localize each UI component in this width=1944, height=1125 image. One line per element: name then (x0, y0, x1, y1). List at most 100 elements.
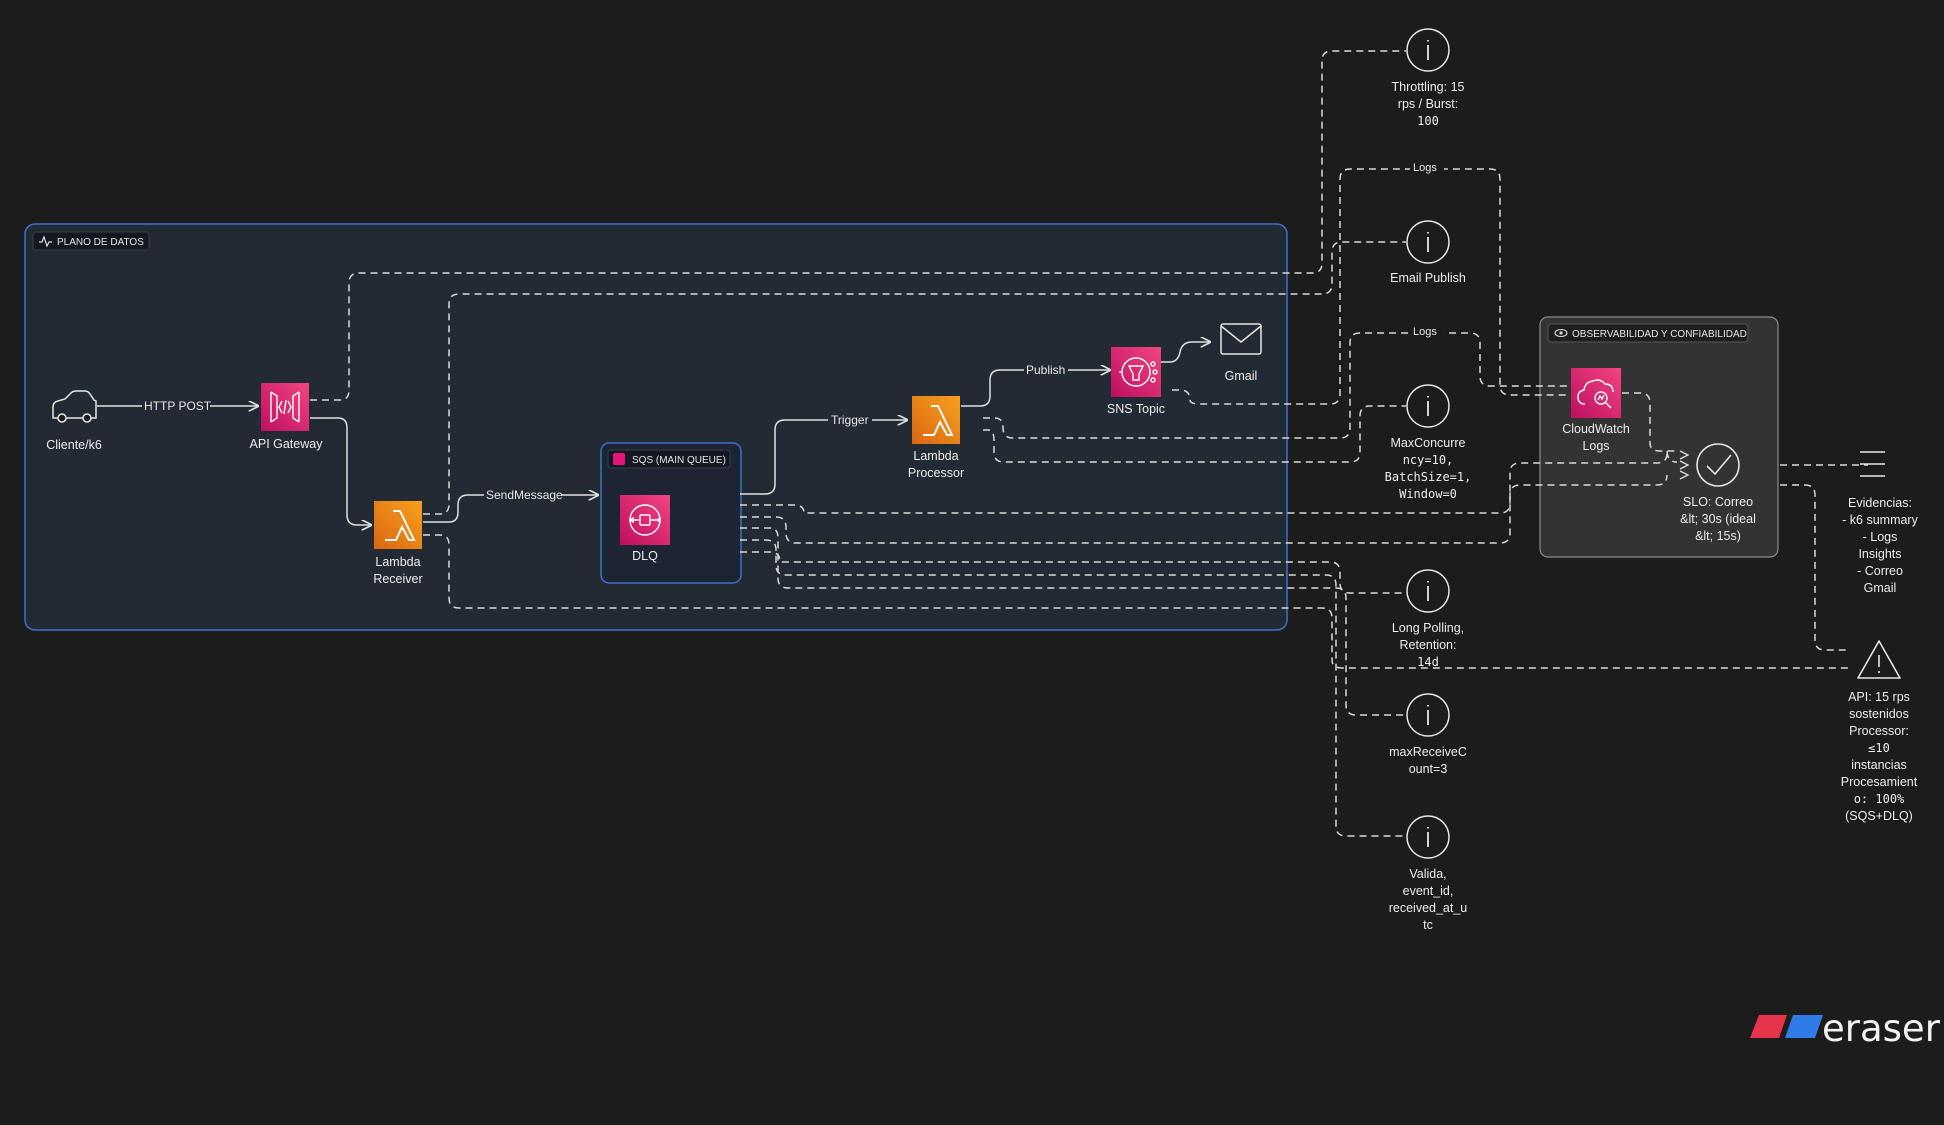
node-api-warning[interactable]: API: 15 rps sostenidos Processor: ≤10 in… (1841, 640, 1918, 823)
flow-edges: HTTP POST SendMessage Trigger Publish (97, 342, 1210, 525)
node-cloudwatch-label-2: Logs (1582, 439, 1609, 453)
note-valida-3: received_at_u (1389, 901, 1468, 915)
note-valida-2: event_id, (1403, 884, 1454, 898)
api-gateway-icon (270, 391, 300, 423)
car-icon (52, 390, 97, 423)
node-dlq[interactable]: DLQ (620, 495, 670, 563)
logs-labels: Logs Logs (1410, 160, 1444, 338)
node-slo-label-1: SLO: Correo (1683, 495, 1753, 509)
annotation-edges (310, 50, 1868, 837)
node-api-gateway[interactable]: API Gateway (250, 383, 324, 451)
sqs-mini-icon (613, 453, 625, 465)
note-throttling[interactable]: Throttling: 15 rps / Burst: 100 (1392, 28, 1465, 128)
info-icon (1406, 220, 1450, 264)
note-max-receive-2: ount=3 (1409, 762, 1448, 776)
edge-label-http-post: HTTP POST (144, 399, 212, 413)
node-dlq-label: DLQ (632, 549, 658, 563)
node-api-warning-label-4: ≤10 (1868, 741, 1890, 755)
node-gmail[interactable]: Gmail (1220, 323, 1262, 383)
note-throttling-3: 100 (1417, 114, 1439, 128)
node-api-warning-label-7: o: 100% (1854, 792, 1905, 806)
info-icon (1406, 569, 1450, 613)
fan-in-arrows (1679, 450, 1690, 480)
warning-icon (1857, 640, 1901, 679)
node-evidencias-label-1: Evidencias: (1848, 496, 1912, 510)
note-valida[interactable]: Valida, event_id, received_at_u tc (1389, 815, 1468, 932)
check-circle-icon (1696, 443, 1740, 487)
node-slo-label-2: &lt; 30s (ideal (1680, 512, 1756, 526)
pulse-icon (39, 235, 52, 248)
node-cloudwatch-logs[interactable]: CloudWatch Logs (1562, 368, 1630, 453)
note-email-publish[interactable]: Email Publish (1390, 220, 1466, 285)
node-lambda-processor[interactable]: Lambda Processor (908, 396, 964, 480)
node-lambda-processor-label-1: Lambda (913, 449, 958, 463)
note-long-polling-1: Long Polling, (1392, 621, 1464, 635)
note-valida-4: tc (1423, 918, 1433, 932)
node-evidencias[interactable]: Evidencias: - k6 summary - Logs Insights… (1842, 451, 1919, 595)
node-client[interactable]: Cliente/k6 (46, 390, 102, 452)
note-max-concurrency[interactable]: MaxConcurre ncy=10, BatchSize=1, Window=… (1385, 384, 1472, 501)
group-sqs-title: SQS (MAIN QUEUE) (632, 455, 726, 466)
note-max-receive-1: maxReceiveC (1389, 745, 1467, 759)
note-email-publish-1: Email Publish (1390, 271, 1466, 285)
sns-icon (1119, 357, 1158, 387)
sqs-icon (628, 504, 661, 536)
info-icon (1406, 815, 1450, 859)
edge-label-send-message: SendMessage (486, 488, 563, 502)
cloudwatch-icon (1577, 379, 1614, 409)
lambda-icon-2 (923, 405, 954, 436)
node-api-warning-label-1: API: 15 rps (1848, 690, 1910, 704)
info-icon (1406, 693, 1450, 737)
eraser-brand-text: eraser (1822, 1007, 1940, 1050)
note-long-polling-3: 14d (1417, 655, 1439, 669)
node-evidencias-label-2: - k6 summary (1842, 513, 1918, 527)
note-valida-1: Valida, (1409, 867, 1446, 881)
edge-label-trigger: Trigger (831, 413, 869, 427)
node-evidencias-label-6: Gmail (1864, 581, 1897, 595)
group-observability-title: OBSERVABILIDAD Y CONFIABILIDAD (1572, 329, 1747, 340)
note-max-concurrency-4: Window=0 (1399, 487, 1457, 501)
node-slo[interactable]: SLO: Correo &lt; 30s (ideal &lt; 15s) (1679, 443, 1756, 543)
node-api-warning-label-2: sostenidos (1849, 707, 1909, 721)
node-evidencias-label-3: - Logs (1863, 530, 1898, 544)
group-data-plane: PLANO DE DATOS (24, 223, 1288, 631)
lambda-icon (385, 510, 416, 541)
note-throttling-1: Throttling: 15 (1392, 80, 1465, 94)
eye-icon (1554, 328, 1568, 338)
info-icon (1406, 28, 1450, 72)
group-data-plane-title: PLANO DE DATOS (57, 237, 144, 248)
list-icon (1860, 451, 1885, 477)
edge-label-logs-1: Logs (1413, 162, 1437, 174)
node-slo-label-3: &lt; 15s) (1695, 529, 1741, 543)
node-client-label: Cliente/k6 (46, 438, 102, 452)
node-api-warning-label-3: Processor: (1849, 724, 1909, 738)
note-throttling-2: rps / Burst: (1398, 97, 1458, 111)
info-icon (1406, 384, 1450, 428)
group-sqs: SQS (MAIN QUEUE) (600, 442, 742, 584)
mail-icon (1220, 323, 1262, 355)
node-lambda-processor-label-2: Processor (908, 466, 964, 480)
edge-label-logs-2: Logs (1413, 326, 1437, 338)
node-lambda-receiver-label-1: Lambda (375, 555, 420, 569)
edge-label-publish: Publish (1026, 363, 1065, 377)
note-long-polling[interactable]: Long Polling, Retention: 14d (1392, 569, 1464, 669)
node-evidencias-label-4: Insights (1858, 547, 1901, 561)
node-evidencias-label-5: - Correo (1857, 564, 1903, 578)
node-api-warning-label-5: instancias (1851, 758, 1907, 772)
eraser-logo-mark (1750, 1015, 1823, 1038)
node-lambda-receiver-label-2: Receiver (373, 572, 422, 586)
note-long-polling-2: Retention: (1400, 638, 1457, 652)
node-sns-topic-label: SNS Topic (1107, 402, 1165, 416)
node-gmail-label: Gmail (1225, 369, 1258, 383)
node-api-warning-label-6: Procesamient (1841, 775, 1918, 789)
node-cloudwatch-label-1: CloudWatch (1562, 422, 1630, 436)
note-max-concurrency-1: MaxConcurre (1390, 436, 1465, 450)
note-max-concurrency-2: ncy=10, (1403, 453, 1454, 467)
node-sns-topic[interactable]: SNS Topic (1107, 347, 1165, 416)
node-api-gateway-label: API Gateway (250, 437, 324, 451)
node-lambda-receiver[interactable]: Lambda Receiver (373, 501, 423, 586)
note-max-receive[interactable]: maxReceiveC ount=3 (1389, 693, 1467, 776)
note-max-concurrency-3: BatchSize=1, (1385, 470, 1472, 484)
node-api-warning-label-8: (SQS+DLQ) (1845, 809, 1913, 823)
